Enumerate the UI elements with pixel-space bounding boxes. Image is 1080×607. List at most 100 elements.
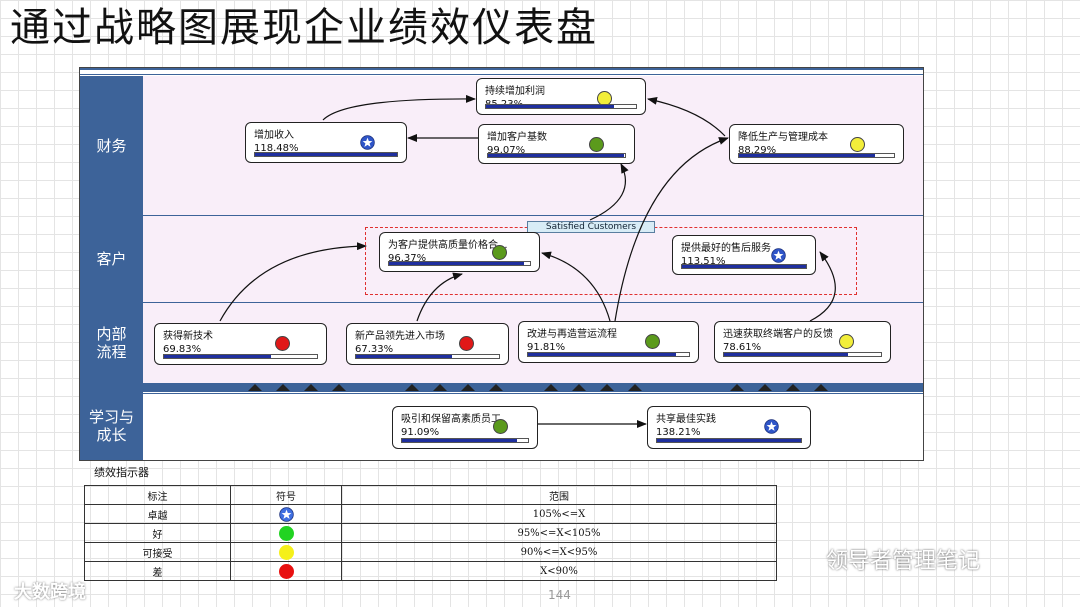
kpi-name: 为客户提供高质量价格合... xyxy=(388,240,508,251)
kpi-name: 新产品领先进入市场 xyxy=(355,331,445,342)
progress-bar xyxy=(485,104,637,109)
kpi-name: 持续增加利润 xyxy=(485,86,545,97)
status-indicator-icon xyxy=(839,334,854,349)
legend-row: 差 X<90% xyxy=(84,561,777,581)
kpi-customer-base[interactable]: 增加客户基数 99.07% xyxy=(478,124,635,164)
kpi-value: 91.81% xyxy=(527,342,566,353)
kpi-value: 99.07% xyxy=(487,145,526,156)
link-tech-to-quality xyxy=(219,242,367,322)
up-triangle-icon xyxy=(405,384,419,391)
status-indicator-icon xyxy=(850,137,865,152)
kpi-name: 迅速获取终端客户的反馈 xyxy=(723,329,833,340)
kpi-value: 113.51% xyxy=(681,256,726,267)
theme-label: Satisfied Customers xyxy=(527,221,655,233)
progress-fill xyxy=(488,154,624,157)
kpi-process[interactable]: 改进与再造营运流程 91.81% xyxy=(518,321,699,363)
page-number: 144 xyxy=(548,588,571,602)
legend-row: 卓越 105%<=X xyxy=(84,504,777,524)
kpi-aftersales[interactable]: 提供最好的售后服务 113.51% xyxy=(672,235,816,275)
link-cost-to-profit xyxy=(647,96,726,137)
kpi-cost[interactable]: 降低生产与管理成本 88.29% xyxy=(729,124,904,164)
up-triangle-icon xyxy=(304,384,318,391)
star-icon xyxy=(360,135,375,150)
progress-fill xyxy=(682,265,806,268)
kpi-name: 吸引和保留高素质员工 xyxy=(401,414,501,425)
up-triangle-icon xyxy=(600,384,614,391)
lane-customer: 客户 xyxy=(80,216,143,302)
status-indicator-icon xyxy=(275,336,290,351)
watermark-left: 大数跨境 xyxy=(14,582,86,603)
kpi-value: 138.21% xyxy=(656,427,701,438)
progress-bar xyxy=(254,152,398,157)
link-satisfied-to-customers xyxy=(589,163,629,221)
legend-caption: 绩效指示器 xyxy=(94,466,149,479)
kpi-value: 69.83% xyxy=(163,344,202,355)
up-triangle-icon xyxy=(730,384,744,391)
link-newproduct-to-quality xyxy=(416,272,463,322)
legend-label: 差 xyxy=(84,561,231,581)
legend-label: 卓越 xyxy=(84,504,231,524)
legend-label: 好 xyxy=(84,523,231,543)
up-triangle-icon xyxy=(489,384,503,391)
kpi-best-practice[interactable]: 共享最佳实践 138.21% xyxy=(647,406,811,449)
status-indicator-icon xyxy=(493,419,508,434)
kpi-profit[interactable]: 持续增加利润 85.23% xyxy=(476,78,646,115)
kpi-revenue[interactable]: 增加收入 118.48% xyxy=(245,122,407,163)
kpi-name: 提供最好的售后服务 xyxy=(681,243,771,254)
legend-header: 标注 xyxy=(84,485,231,505)
lane-finance: 财务 xyxy=(80,76,143,215)
progress-bar xyxy=(355,354,500,359)
up-triangle-icon xyxy=(461,384,475,391)
kpi-feedback[interactable]: 迅速获取终端客户的反馈 78.61% xyxy=(714,321,891,363)
kpi-quality[interactable]: 为客户提供高质量价格合... 96.37% xyxy=(379,232,540,272)
separator-top xyxy=(80,74,923,75)
status-indicator-icon xyxy=(645,334,660,349)
legend-header: 范围 xyxy=(341,485,777,505)
red-circle-icon xyxy=(278,563,294,579)
progress-bar xyxy=(723,352,882,357)
lane-learning: 学习与 成长 xyxy=(80,392,143,460)
kpi-new-product[interactable]: 新产品领先进入市场 67.33% xyxy=(346,323,509,365)
link-process-to-quality xyxy=(541,251,611,322)
progress-fill xyxy=(486,105,614,108)
separator-learning xyxy=(80,393,923,394)
progress-bar xyxy=(388,261,531,266)
progress-bar xyxy=(163,354,318,359)
kpi-talent[interactable]: 吸引和保留高素质员工 91.09% xyxy=(392,406,538,449)
kpi-name: 增加收入 xyxy=(254,130,294,141)
progress-fill xyxy=(255,153,397,156)
up-triangle-icon xyxy=(786,384,800,391)
star-icon xyxy=(764,419,779,434)
link-feedback-to-aftersales xyxy=(809,251,836,322)
kpi-value: 78.61% xyxy=(723,342,762,353)
progress-bar xyxy=(681,264,807,269)
kpi-value: 91.09% xyxy=(401,427,440,438)
up-triangle-icon xyxy=(248,384,262,391)
progress-bar xyxy=(656,438,802,443)
kpi-name: 获得新技术 xyxy=(163,331,213,342)
legend-header-row: 标注 符号 范围 xyxy=(84,485,777,505)
legend-label: 可接受 xyxy=(84,542,231,562)
kpi-name: 降低生产与管理成本 xyxy=(738,132,828,143)
link-arrows xyxy=(219,94,836,428)
kpi-name: 共享最佳实践 xyxy=(656,414,716,425)
status-indicator-icon xyxy=(459,336,474,351)
lane-process: 内部 流程 xyxy=(80,303,143,383)
legend-row: 好 95%<=X<105% xyxy=(84,523,777,543)
legend-header: 符号 xyxy=(230,485,342,505)
top-border-line xyxy=(80,68,923,70)
up-triangle-icon xyxy=(544,384,558,391)
up-triangle-icon xyxy=(758,384,772,391)
lane-label-customer: 客户 xyxy=(96,250,127,268)
progress-fill xyxy=(164,355,272,358)
up-triangle-icon xyxy=(628,384,642,391)
kpi-name: 增加客户基数 xyxy=(487,132,547,143)
up-triangle-icon xyxy=(814,384,828,391)
legend-range: 95%<=X<105% xyxy=(341,523,777,543)
kpi-new-tech[interactable]: 获得新技术 69.83% xyxy=(154,323,327,365)
progress-fill xyxy=(528,353,677,356)
progress-fill xyxy=(356,355,452,358)
lane-label-finance: 财务 xyxy=(96,136,127,155)
legend-row: 可接受 90%<=X<95% xyxy=(84,542,777,562)
progress-bar xyxy=(527,352,690,357)
